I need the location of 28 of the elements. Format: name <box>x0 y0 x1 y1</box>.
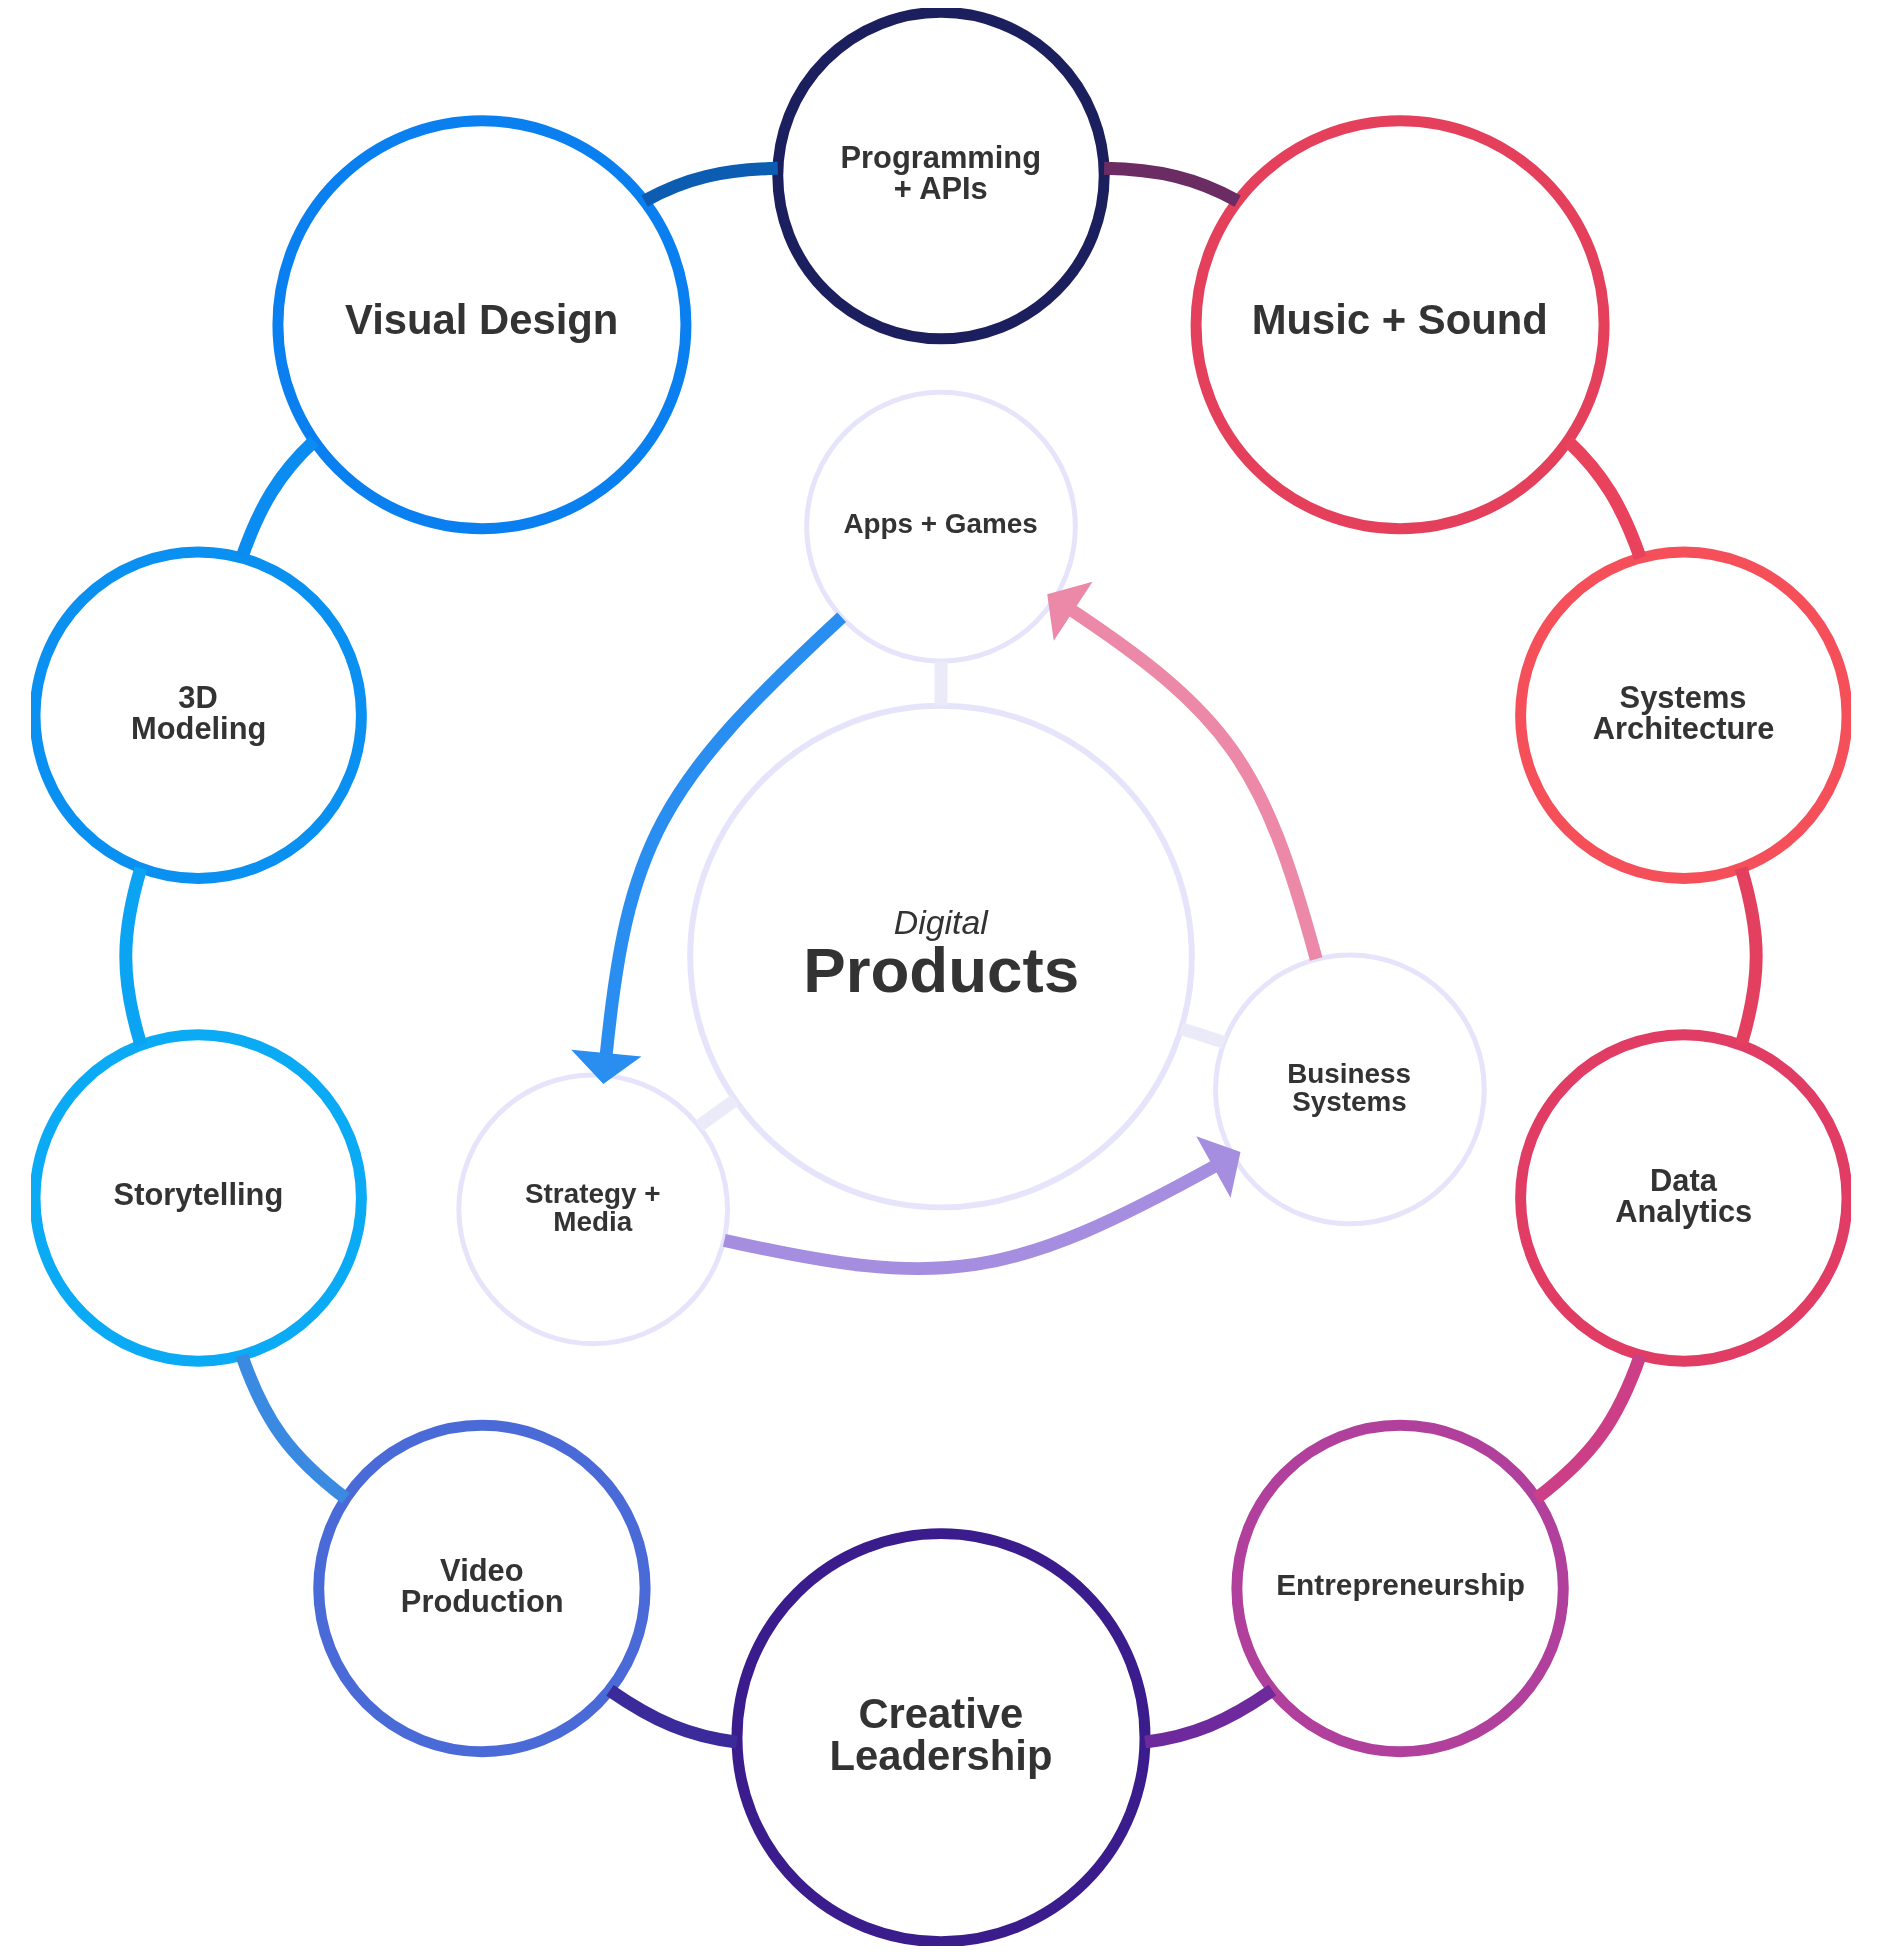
connector <box>1103 161 1241 207</box>
arrow <box>723 1136 1241 1275</box>
node-circle: Entrepreneurship <box>1231 1419 1569 1758</box>
node-circle: Systems Architecture <box>1515 546 1851 884</box>
arrow <box>1047 581 1323 961</box>
node-circle: Visual Design <box>272 115 692 535</box>
connector <box>641 161 779 207</box>
connector <box>695 1094 739 1132</box>
node-circle: 3D Modeling <box>31 546 367 884</box>
node-circle: Data Analytics <box>1515 1029 1851 1367</box>
connector <box>1179 1022 1227 1049</box>
connector <box>1144 1684 1277 1749</box>
node-circle: Video Production <box>313 1419 651 1758</box>
node-circle: Creative Leadership <box>731 1528 1151 1946</box>
node-circle: Music + Sound <box>1190 115 1610 535</box>
connector <box>1734 866 1763 1047</box>
connector <box>235 1353 350 1504</box>
connector <box>606 1685 738 1749</box>
node-circle: Business Systems <box>1213 952 1487 1227</box>
connector <box>119 866 148 1047</box>
node-circle: Apps + Games <box>804 389 1078 664</box>
connector <box>934 661 948 706</box>
connector <box>1532 1353 1647 1504</box>
arrow <box>571 612 847 1084</box>
node-circle: Digital Products <box>687 702 1195 1211</box>
node-circle: Programming + APIs <box>772 8 1110 345</box>
node-circle: Strategy + Media <box>456 1072 730 1347</box>
node-circle: Storytelling <box>31 1029 367 1367</box>
